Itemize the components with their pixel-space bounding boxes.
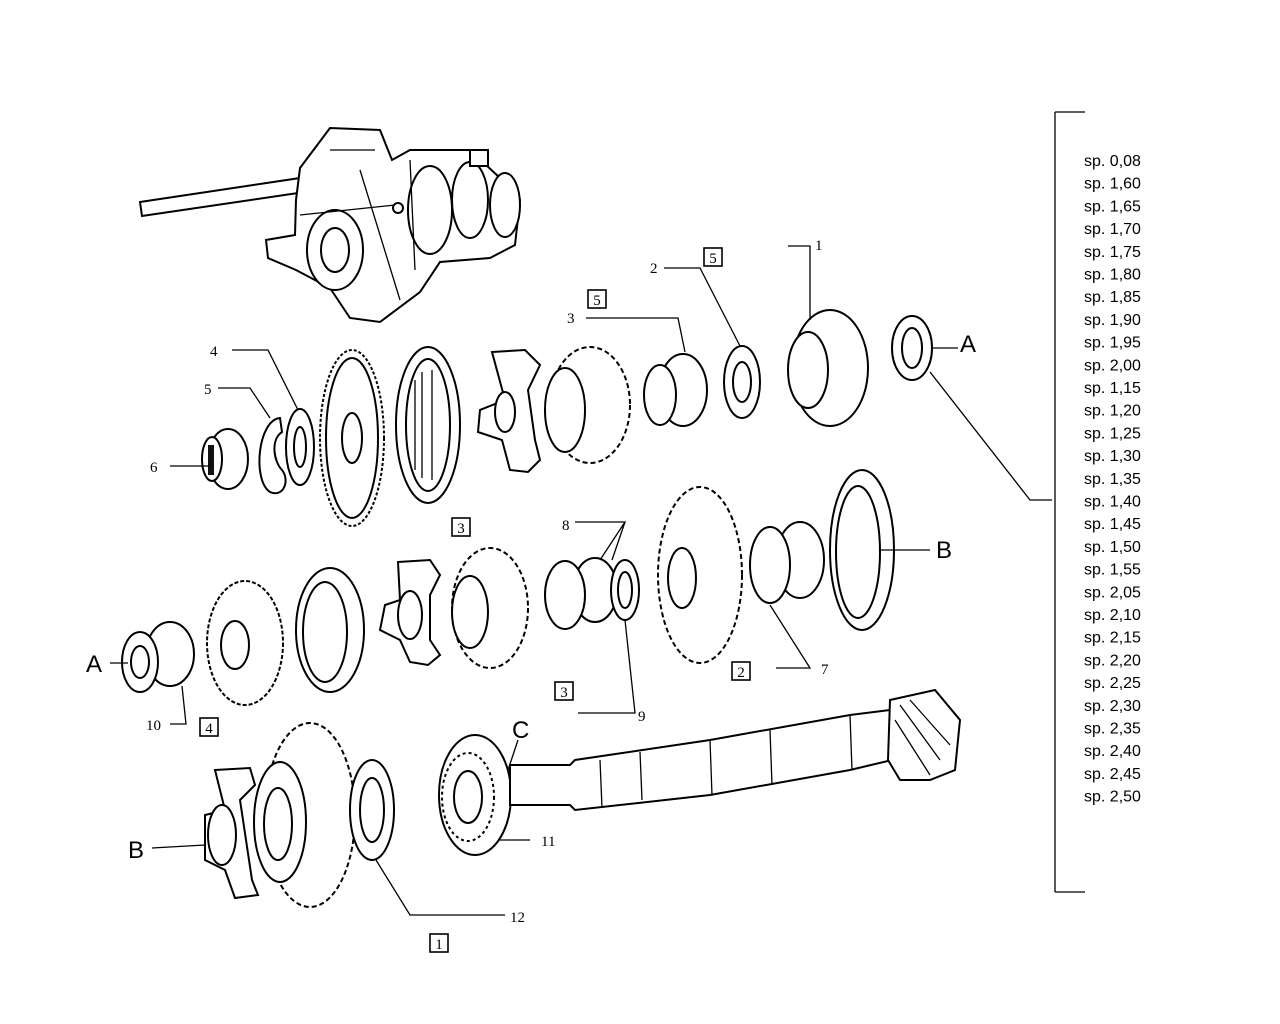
callout-1: 1 <box>815 238 823 254</box>
thickness-item: sp. 1,85 <box>1084 289 1141 306</box>
part-7-bushing <box>749 521 825 604</box>
thickness-item: sp. 1,20 <box>1084 403 1141 420</box>
marker-b-upper: B <box>936 537 952 564</box>
letter-markers: A A B B C <box>86 331 976 864</box>
gear-middle-left <box>206 580 284 706</box>
callout-9: 9 <box>638 709 646 725</box>
thickness-item: sp. 2,10 <box>1084 607 1141 624</box>
boxed-labels: 5 5 3 3 2 4 1 <box>199 247 751 953</box>
marker-b-lower: B <box>128 837 144 864</box>
part-8-bushing <box>544 557 618 630</box>
thickness-item: sp. 1,65 <box>1084 198 1141 215</box>
synchro-sleeve-upper <box>395 346 461 504</box>
thickness-item: sp. 1,30 <box>1084 448 1141 465</box>
thickness-item: sp. 1,40 <box>1084 494 1141 511</box>
thickness-item: sp. 2,50 <box>1084 789 1141 806</box>
boxed-1: 1 <box>435 937 443 953</box>
callout-6: 6 <box>150 460 158 476</box>
synchro-ring-middle <box>295 567 365 693</box>
thickness-item: sp. 2,45 <box>1084 766 1141 783</box>
boxed-5-a: 5 <box>593 293 601 309</box>
part-10-bushing <box>121 621 195 693</box>
part-2-washer <box>723 345 761 419</box>
thickness-item: sp. 2,15 <box>1084 630 1141 647</box>
callout-10: 10 <box>146 718 161 734</box>
boxed-3-a: 3 <box>457 521 465 537</box>
boxed-4: 4 <box>205 721 213 737</box>
thickness-item: sp. 0,08 <box>1084 153 1141 170</box>
marker-c: C <box>512 717 529 744</box>
synchro-hub-upper <box>476 348 542 474</box>
boxed-3-b: 3 <box>560 685 568 701</box>
callout-7: 7 <box>821 662 829 678</box>
thickness-item: sp. 2,00 <box>1084 357 1141 374</box>
part-3-bearing-upper <box>643 353 708 427</box>
callout-8: 8 <box>562 518 570 534</box>
thickness-item: sp. 1,55 <box>1084 562 1141 579</box>
gear-large-middle <box>657 486 743 664</box>
thickness-item: sp. 1,95 <box>1084 335 1141 352</box>
synchro-hub-lower <box>204 766 260 900</box>
thickness-item: sp. 1,50 <box>1084 539 1141 556</box>
thickness-item: sp. 2,25 <box>1084 675 1141 692</box>
boxed-2: 2 <box>737 665 745 681</box>
part-12-washer <box>349 759 395 861</box>
pinion-shaft <box>509 688 962 812</box>
shim-thickness-list: sp. 0,08 sp. 1,60 sp. 1,65 sp. 1,70 sp. 1,75… <box>1084 153 1141 806</box>
part-6-needle-bearing <box>201 428 249 490</box>
gear-large-upper <box>319 349 385 527</box>
callout-numbers: 1 2 3 4 5 6 7 8 9 10 11 12 <box>146 238 829 926</box>
gear-helical-upper <box>544 346 631 464</box>
callout-11: 11 <box>541 834 555 850</box>
callout-2: 2 <box>650 261 658 277</box>
marker-a-lower: A <box>86 651 102 678</box>
part-11-ball-bearing <box>438 734 512 856</box>
part-9-washer <box>610 559 640 621</box>
assembled-gearbox <box>138 126 522 324</box>
boxed-5-b: 5 <box>709 251 717 267</box>
thickness-item: sp. 1,35 <box>1084 471 1141 488</box>
seal-ring-a <box>891 315 933 381</box>
part-1-bearing-cup <box>787 309 869 427</box>
thickness-item: sp. 1,80 <box>1084 267 1141 284</box>
gear-helical-middle <box>451 547 529 669</box>
marker-a-upper: A <box>960 331 976 358</box>
thickness-item: sp. 1,15 <box>1084 380 1141 397</box>
thickness-item: sp. 1,60 <box>1084 176 1141 193</box>
thickness-item: sp. 2,40 <box>1084 743 1141 760</box>
synchro-hub-middle <box>378 558 442 667</box>
thickness-item: sp. 2,05 <box>1084 584 1141 601</box>
synchro-sleeve-b <box>829 469 895 631</box>
gear-double-lower <box>253 722 356 908</box>
thickness-item: sp. 1,90 <box>1084 312 1141 329</box>
thickness-item: sp. 2,20 <box>1084 652 1141 669</box>
callout-12: 12 <box>510 910 525 926</box>
thickness-item: sp. 1,70 <box>1084 221 1141 238</box>
callout-5: 5 <box>204 382 212 398</box>
thickness-item: sp. 1,75 <box>1084 244 1141 261</box>
callout-3: 3 <box>567 311 575 327</box>
thickness-item: sp. 1,45 <box>1084 516 1141 533</box>
thickness-item: sp. 2,30 <box>1084 698 1141 715</box>
part-5-circlip <box>258 416 287 495</box>
thickness-item: sp. 1,25 <box>1084 425 1141 442</box>
part-4-ring <box>285 408 315 486</box>
thickness-item: sp. 2,35 <box>1084 721 1141 738</box>
leader-lines <box>110 111 1085 916</box>
callout-4: 4 <box>210 344 218 360</box>
